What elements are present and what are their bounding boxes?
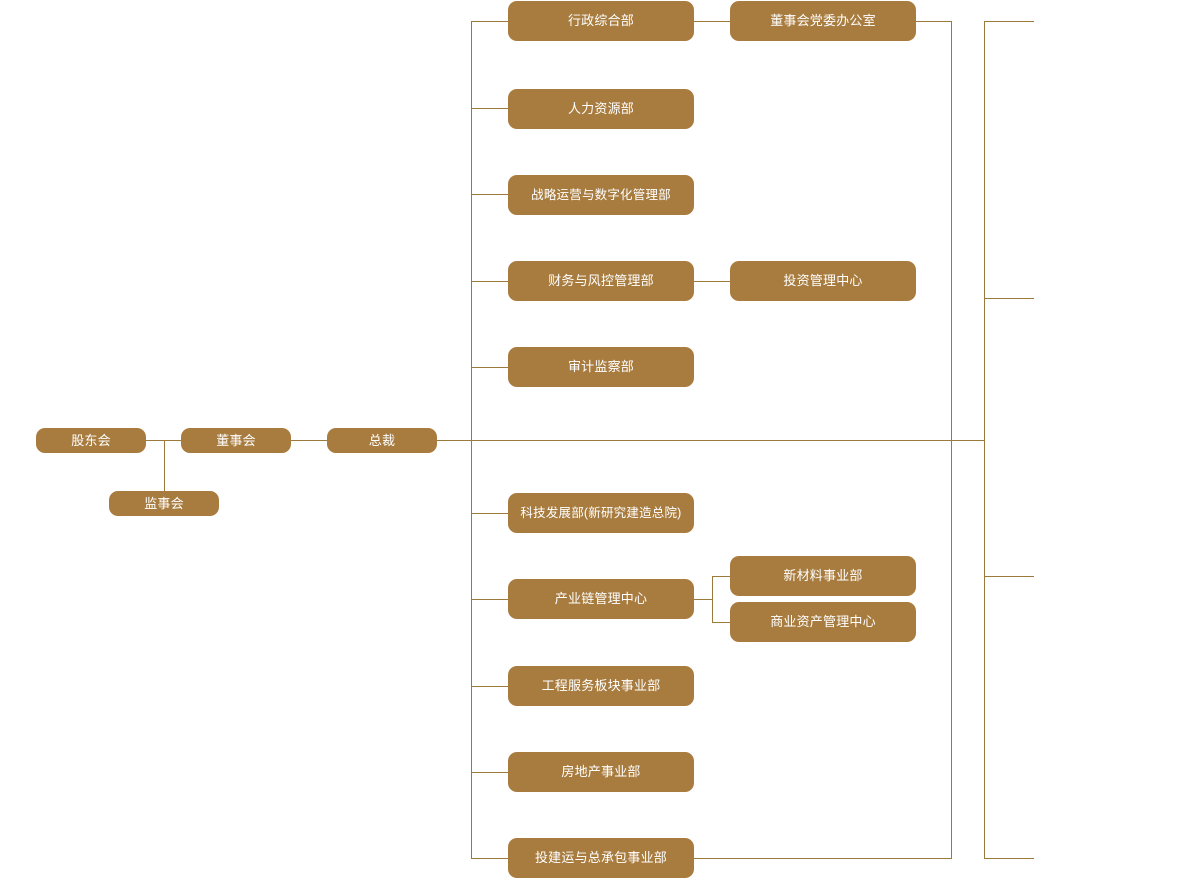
connector-inner-rail-top <box>916 21 952 22</box>
node-lower-dept-4[interactable]: 房地产事业部 <box>508 752 694 792</box>
connector-finance-to-investment <box>694 281 730 282</box>
node-industry-child-2[interactable]: 商业资产管理中心 <box>730 602 916 642</box>
connector-stub-industry-child-1 <box>712 576 730 577</box>
connector-stub-lower-1 <box>471 513 508 514</box>
node-supervisors[interactable]: 监事会 <box>109 491 219 516</box>
connector-outer-rail-stub-bottom <box>984 858 1034 859</box>
node-lower-dept-1[interactable]: 科技发展部(新研究建造总院) <box>508 493 694 533</box>
node-shareholders[interactable]: 股东会 <box>36 428 146 453</box>
node-upper-dept-1[interactable]: 行政综合部 <box>508 1 694 41</box>
node-lower-dept-5[interactable]: 投建运与总承包事业部 <box>508 838 694 878</box>
connector-industry-chain-vertical <box>712 576 713 623</box>
connector-stub-upper-1 <box>471 21 508 22</box>
node-board[interactable]: 董事会 <box>181 428 291 453</box>
connector-industry-chain-out <box>694 599 712 600</box>
node-industry-child-1[interactable]: 新材料事业部 <box>730 556 916 596</box>
connector-stub-lower-5 <box>471 858 508 859</box>
node-lower-dept-3[interactable]: 工程服务板块事业部 <box>508 666 694 706</box>
connector-president-trunk <box>437 440 985 441</box>
connector-stub-upper-3 <box>471 194 508 195</box>
connector-admin-to-board-office <box>694 21 730 22</box>
connector-main-trunk <box>471 21 472 859</box>
connector-stub-industry-child-2 <box>712 622 730 623</box>
node-lower-dept-2[interactable]: 产业链管理中心 <box>508 579 694 619</box>
connector-outer-rail-stub-top <box>984 21 1034 22</box>
connector-outer-rail-stub-lower <box>984 576 1034 577</box>
connector-board-president <box>291 440 327 441</box>
connector-stub-lower-3 <box>471 686 508 687</box>
connector-stub-upper-4 <box>471 281 508 282</box>
connector-inner-rail-vertical <box>951 21 952 859</box>
node-upper-dept-4[interactable]: 财务与风控管理部 <box>508 261 694 301</box>
connector-outer-rail-vertical <box>984 21 985 859</box>
connector-inner-rail-bottom <box>694 858 952 859</box>
connector-stub-upper-5 <box>471 367 508 368</box>
node-upper-dept-5[interactable]: 审计监察部 <box>508 347 694 387</box>
node-president[interactable]: 总裁 <box>327 428 437 453</box>
node-upper-dept-2[interactable]: 人力资源部 <box>508 89 694 129</box>
node-investment-center[interactable]: 投资管理中心 <box>730 261 916 301</box>
node-upper-dept-3[interactable]: 战略运营与数字化管理部 <box>508 175 694 215</box>
connector-stub-lower-4 <box>471 772 508 773</box>
connector-supervisors-vertical <box>164 440 165 504</box>
connector-stub-upper-2 <box>471 108 508 109</box>
connector-shareholders-board <box>146 440 181 441</box>
connector-stub-lower-2 <box>471 599 508 600</box>
node-board-office[interactable]: 董事会党委办公室 <box>730 1 916 41</box>
connector-outer-rail-stub-middle <box>984 298 1034 299</box>
